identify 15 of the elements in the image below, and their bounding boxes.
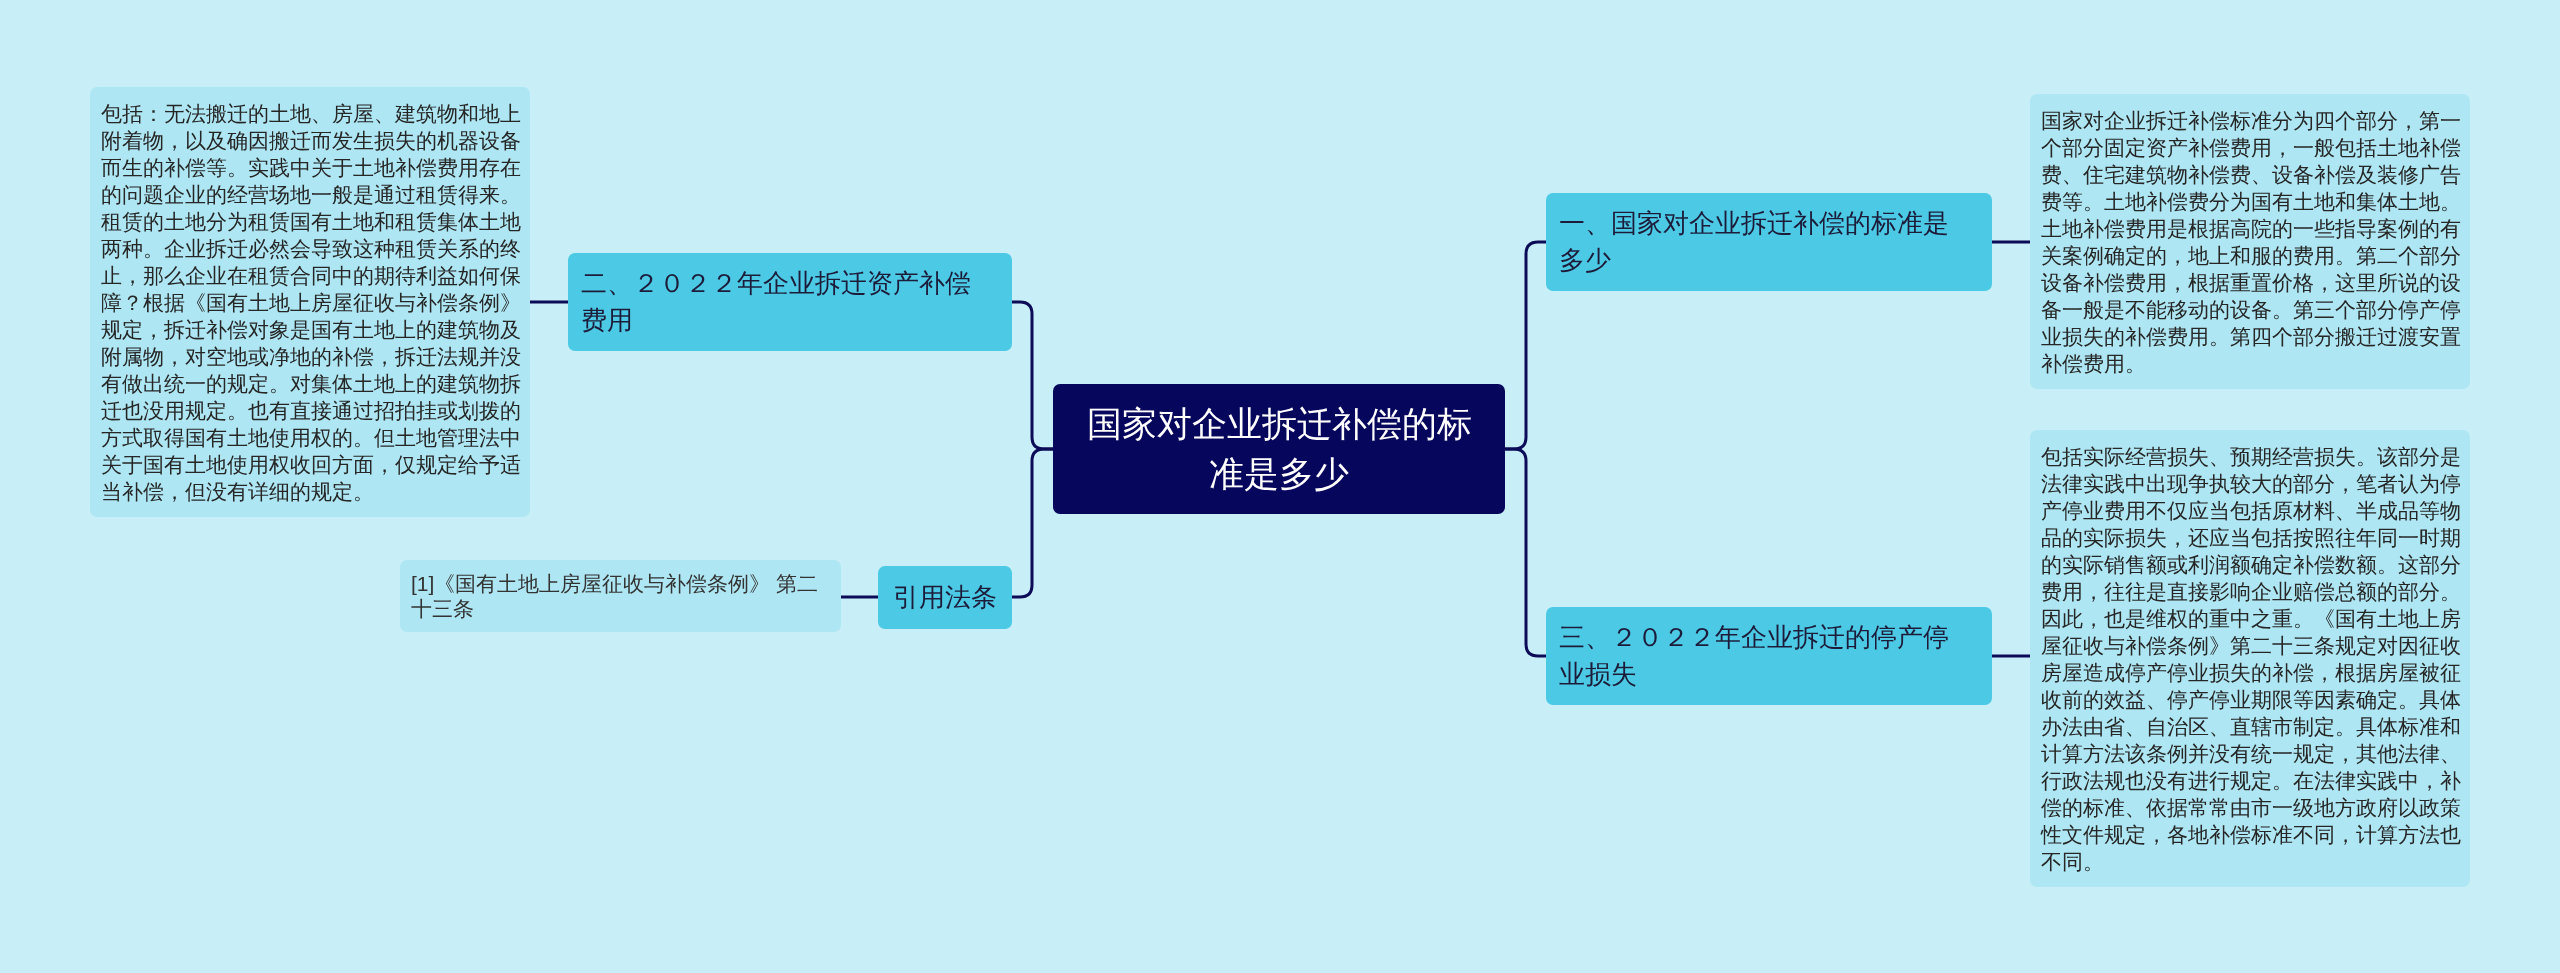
subtopic-box: 引用法条 bbox=[878, 565, 1012, 629]
detail-text-box: 包括实际经营损失、预期经营损失。该部分是法律实践中出现争执较大的部分，笔者认为停产停业费用不仅应当包括原材料、半成品等物品的实际损失，还应当包括按照往年同一时期的实际销售额或利润额确定补偿数额。这部分费用，往往是直接影响企业赔偿总额的部分。因此，也是维权的重中之重。《国有土地上房屋征收与补偿条例》第二十三条规定对因征收房屋造成停产停业损失的补偿，根据房屋被征收前的效益、停产停业期限等因素确定。具体办法由省、自治区、直辖市制定。具体标准和计算方法该条例并没有统一规定，其他法律、行政法规也没有进行规定。在法律实践中，补偿的标准、依据常常由市一级地方政府以政策性文件规定，各地补偿标准不同，计算方法也不同。 bbox=[2030, 429, 2470, 887]
detail-text-box: 包括：无法搬迁的土地、房屋、建筑物和地上附着物，以及确因搬迁而发生损失的机器设备而生的补偿等。实践中关于土地补偿费用存在的问题企业的经营场地一般是通过租赁得来。租赁的土地分为租赁国有土地和租赁集体土地两种。企业拆迁必然会导致这种租赁关系的终止，那么企业在租赁合同中的期待利益如何保障？根据《国有土地上房屋征收与补偿条例》规定，拆迁补偿对象是国有土地上的建筑物及附属物，对空地或净地的补偿，拆迁法规并没有做出统一的规定。对集体土地上的建筑物拆迁也没用规定。也有直接通过招拍挂或划拨的方式取得国有土地使用权的。但土地管理法中关于国有土地使用权收回方面，仅规定给予适当补偿，但没有详细的规定。 bbox=[90, 87, 530, 517]
connector-line bbox=[1012, 447, 1053, 599]
connector-line bbox=[1505, 447, 1546, 658]
connector-line bbox=[1992, 240, 2030, 244]
connector-line bbox=[841, 595, 878, 599]
subtopic-box: 三、２０２２年企业拆迁的停产停业损失 bbox=[1546, 607, 1992, 705]
main-topic-box: 国家对企业拆迁补偿的标准是多少 bbox=[1053, 384, 1505, 514]
connector-line bbox=[530, 300, 568, 304]
subtopic-box: 一、国家对企业拆迁补偿的标准是多少 bbox=[1546, 193, 1992, 291]
detail-text-box: 国家对企业拆迁补偿标准分为四个部分，第一个部分固定资产补偿费用，一般包括土地补偿费、住宅建筑物补偿费、设备补偿及装修广告费等。土地补偿费分为国有土地和集体土地。土地补偿费用是根据高院的一些指导案例的有关案例确定的，地上和服的费用。第二个部分设备补偿费用，根据重置价格，这里所说的设备一般是不能移动的设备。第三个部分停产停业损失的补偿费用。第四个部分搬迁过渡安置补偿费用。 bbox=[2030, 93, 2470, 389]
connector-line bbox=[1992, 654, 2030, 658]
citation-text-box: [1]《国有土地上房屋征收与补偿条例》 第二十三条 bbox=[400, 560, 841, 632]
subtopic-box: 二、２０２２年企业拆迁资产补偿费用 bbox=[568, 253, 1012, 351]
